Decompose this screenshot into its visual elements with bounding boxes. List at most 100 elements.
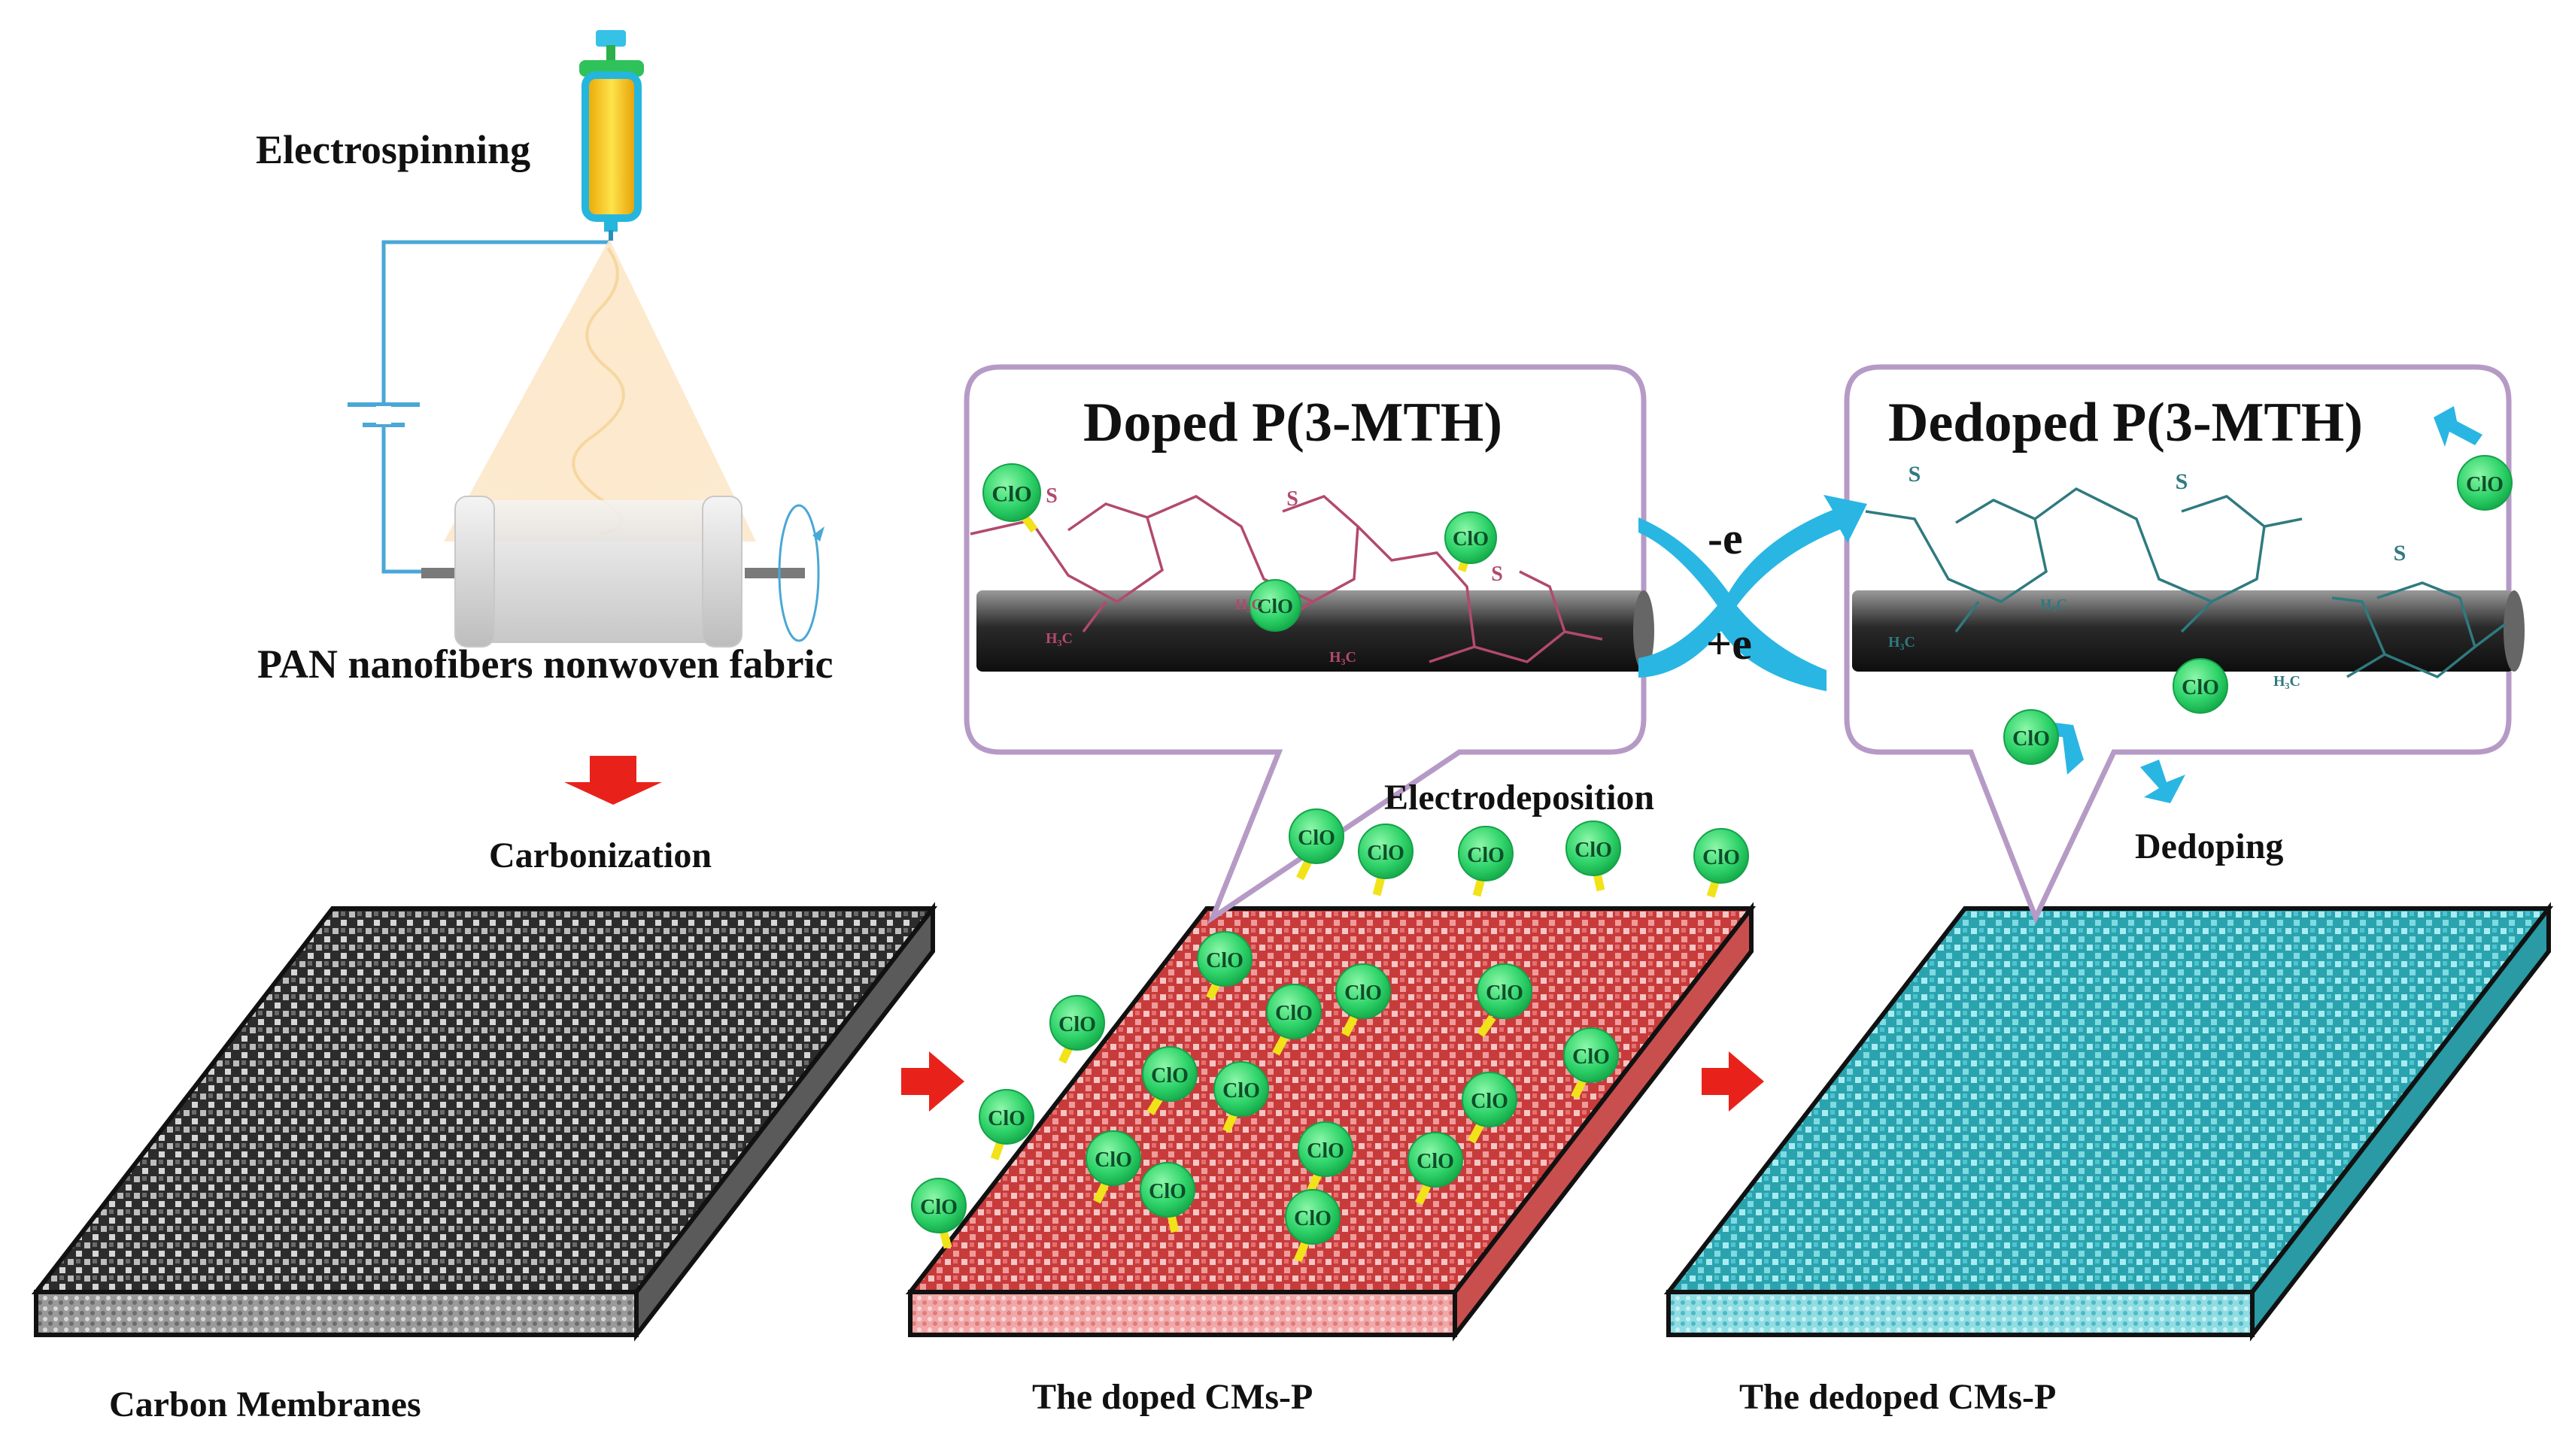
ion-formula: ClO — [1486, 981, 1523, 1005]
ion-formula: ClO — [920, 1196, 958, 1219]
collector-drum — [466, 500, 730, 643]
perchlorate-ion: ClO — [1565, 821, 1621, 892]
ion-formula: ClO — [1702, 846, 1740, 869]
perchlorate-ion: ClO — [979, 1089, 1034, 1160]
ion-sphere — [1407, 1132, 1463, 1188]
ion-formula: ClO — [1417, 1150, 1454, 1173]
ion-bond — [1415, 1184, 1431, 1206]
perchlorate-ion: ClO — [1458, 826, 1514, 897]
ion-bond — [1372, 876, 1386, 896]
ion-sphere — [1444, 511, 1497, 564]
ion-sphere — [1458, 826, 1514, 881]
ion-formula: ClO — [1275, 1002, 1313, 1025]
perchlorate-ion: ClO — [1086, 1130, 1141, 1204]
perchlorate-ion: ClO — [1249, 579, 1301, 632]
ion-arrow-down-1 — [2140, 760, 2185, 803]
syringe-barrel — [582, 71, 642, 222]
perchlorate-ion: ClO — [1049, 995, 1105, 1064]
ion-sphere — [1197, 931, 1253, 987]
perchlorate-ion: ClO — [1693, 828, 1749, 898]
ion-sphere — [1213, 1061, 1269, 1117]
dedoped-callout — [1844, 364, 2525, 924]
dedoped-polymer-chain — [1865, 487, 2507, 679]
ion-bond — [1093, 1182, 1109, 1204]
ion-formula: ClO — [1298, 827, 1335, 850]
flow-arrows — [564, 756, 1764, 1112]
ion-bond — [1306, 1172, 1322, 1194]
perchlorate-ion: ClO — [1462, 1072, 1517, 1144]
ion-sphere — [1086, 1130, 1141, 1186]
perchlorate-ion: ClO — [1477, 963, 1532, 1038]
ion-sphere — [2457, 455, 2513, 511]
ion-sphere — [1358, 824, 1414, 879]
ion-formula: ClO — [1307, 1139, 1344, 1163]
perchlorate-ion: ClO — [1335, 963, 1391, 1037]
ion-formula: ClO — [1257, 595, 1293, 617]
dedoped-membrane — [1663, 902, 2554, 1342]
ion-bond — [1272, 1035, 1289, 1056]
ion-bond — [1293, 1241, 1310, 1263]
label-electrodeposition: Electrodeposition — [1384, 778, 1655, 817]
ion-formula: ClO — [1058, 1013, 1096, 1036]
ion-bond — [1167, 1214, 1180, 1233]
perchlorate-ion: ClO — [1197, 931, 1253, 1000]
perchlorate-ion: ClO — [2003, 709, 2059, 765]
ion-formula: ClO — [1367, 842, 1404, 865]
ion-formula: ClO — [1574, 839, 1612, 862]
ion-formula: ClO — [2182, 676, 2219, 699]
doped-callout — [964, 364, 1654, 925]
ion-sphere — [1565, 821, 1621, 876]
label-electrospinning: Electrospinning — [256, 127, 531, 172]
ion-bond — [1146, 1095, 1164, 1115]
oxidation-arrow — [1638, 495, 1867, 620]
arrow-right-electrodeposition — [901, 1051, 964, 1112]
label-minus-e: -e — [1708, 514, 1743, 563]
spray-cone — [444, 239, 756, 541]
label-carbonization: Carbonization — [489, 836, 712, 875]
ion-formula: ClO — [1344, 981, 1382, 1005]
syringe-plunger — [596, 30, 626, 47]
ion-bond — [1341, 1015, 1358, 1037]
methyl-group-label: H₃C — [2273, 673, 2300, 690]
sulfur-atom-label: S — [2394, 541, 2407, 566]
ion-sphere — [1462, 1072, 1517, 1127]
label-pan-fabric: PAN nanofibers nonwoven fabric — [257, 642, 834, 687]
ion-formula: ClO — [1206, 949, 1243, 972]
ion-formula: ClO — [2012, 727, 2050, 751]
ion-formula: ClO — [988, 1107, 1025, 1130]
ion-formula: ClO — [1453, 527, 1489, 550]
ion-sphere — [911, 1178, 967, 1233]
ion-bond — [1296, 860, 1312, 881]
methyl-group-label: H₃C — [1235, 596, 1262, 613]
perchlorate-ion: ClO — [1140, 1162, 1195, 1233]
carbon-membrane — [31, 902, 938, 1342]
ion-formula: ClO — [1149, 1180, 1186, 1203]
ion-formula: ClO — [1471, 1090, 1508, 1113]
perchlorate-ion: ClO — [1563, 1027, 1619, 1100]
ion-bond — [1593, 872, 1605, 892]
perchlorate-ion: ClO — [1298, 1121, 1353, 1194]
ion-sphere — [1285, 1189, 1341, 1245]
arrow-down-carbonization — [564, 756, 662, 805]
perchlorate-ion: ClO — [1285, 1189, 1341, 1263]
sulfur-atom-label: S — [2176, 469, 2188, 494]
dedoped-callout-title: Dedoped P(3-MTH) — [1888, 392, 2363, 453]
electrospinning-apparatus — [348, 30, 824, 648]
methyl-group-label: H₃C — [1888, 634, 1915, 651]
carbon-fiber-rod-doped — [976, 590, 1646, 672]
ion-bond — [1571, 1078, 1587, 1100]
perchlorate-ion: ClO — [1266, 984, 1322, 1056]
ion-sphere — [1049, 995, 1105, 1051]
ion-sphere — [1477, 963, 1532, 1019]
ion-sphere — [979, 1089, 1034, 1145]
ion-sphere — [1693, 828, 1749, 884]
ion-formula: ClO — [1222, 1079, 1260, 1103]
rotation-indicator — [778, 504, 820, 642]
methyl-group-label: H₃C — [1046, 630, 1073, 647]
redox-arrows — [1638, 495, 1867, 691]
label-doped-cms: The doped CMs-P — [1032, 1377, 1313, 1417]
perchlorate-ion: ClO — [2457, 455, 2513, 511]
ion-bond — [1468, 1123, 1484, 1144]
label-carbon-membranes: Carbon Membranes — [109, 1385, 421, 1424]
